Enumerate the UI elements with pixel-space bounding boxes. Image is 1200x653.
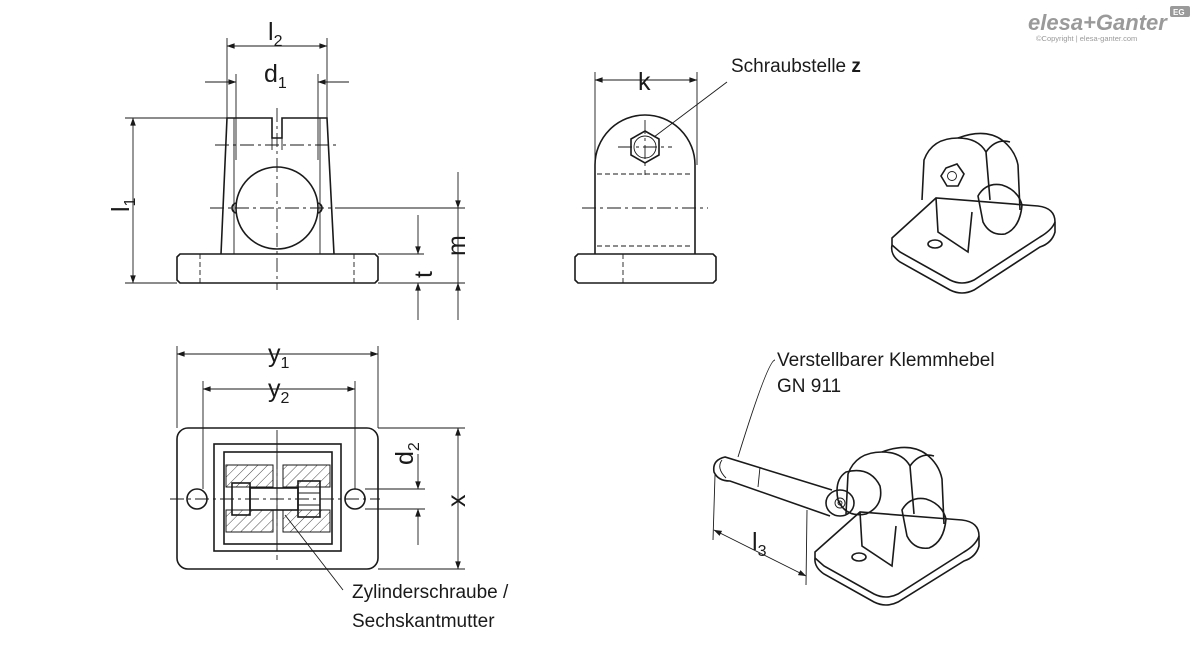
dim-x: x bbox=[443, 494, 471, 507]
dim-l3: l3 bbox=[752, 528, 767, 560]
isometric-view bbox=[890, 132, 1056, 294]
front-view: l2 d1 l1 m t bbox=[107, 18, 471, 320]
brand-badge: EG bbox=[1173, 8, 1185, 17]
dim-y2: y2 bbox=[268, 375, 290, 407]
brand-name: elesa+Ganter bbox=[1028, 10, 1168, 35]
label-screw-nut-2: Sechskantmutter bbox=[352, 611, 495, 632]
dim-l2: l2 bbox=[268, 18, 283, 50]
brand-copyright: ©Copyright | elesa-ganter.com bbox=[1036, 34, 1137, 43]
side-view: k Schraubstelle z bbox=[574, 56, 861, 284]
label-screw-nut-1: Zylinderschraube / bbox=[352, 582, 509, 603]
top-view: y1 y2 d2 x Zylinderschraube / Sechskantm… bbox=[170, 340, 509, 632]
dim-d1: d1 bbox=[264, 60, 287, 92]
label-clamp-lever-2: GN 911 bbox=[777, 376, 841, 397]
label-clamp-lever-1: Verstellbarer Klemmhebel bbox=[777, 350, 995, 371]
isometric-lever-view: l3 Verstellbarer Klemmhebel GN 911 bbox=[712, 350, 995, 606]
dim-d2: d2 bbox=[391, 442, 423, 465]
brand-badge-icon bbox=[1170, 6, 1190, 17]
dim-k: k bbox=[638, 68, 651, 96]
label-screw-point: Schraubstelle z bbox=[731, 56, 861, 77]
dim-l1: l1 bbox=[107, 197, 139, 212]
dim-m: m bbox=[443, 235, 471, 256]
dim-y1: y1 bbox=[268, 340, 290, 372]
brand-logo: elesa+Ganter EG ©Copyright | elesa-gante… bbox=[1028, 6, 1190, 43]
dim-t: t bbox=[410, 271, 438, 278]
